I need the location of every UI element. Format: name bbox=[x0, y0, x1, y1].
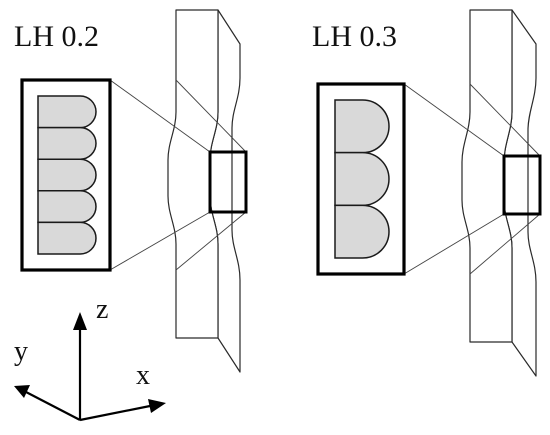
y-arrowhead bbox=[14, 385, 30, 398]
specimen-lh02: LH 0.2 bbox=[14, 9, 248, 373]
specimen-lh03-projection-bottom bbox=[403, 213, 505, 275]
specimen-lh02-projection-top bbox=[109, 79, 211, 153]
z-arrowhead bbox=[73, 312, 87, 330]
z-axis-label: z bbox=[96, 294, 108, 325]
bead-layer bbox=[334, 151, 390, 207]
bead-layer bbox=[334, 99, 390, 154]
x-axis bbox=[79, 404, 151, 422]
specimen-lh03-projection-bottom-2 bbox=[469, 213, 541, 275]
specimen-lh03-projection-top bbox=[403, 83, 505, 157]
coordinate-axes: z y x bbox=[14, 294, 166, 422]
specimen-lh03-zoom-box bbox=[502, 154, 542, 216]
bead-layer bbox=[37, 221, 97, 255]
bead-layer bbox=[37, 190, 97, 224]
x-arrowhead bbox=[148, 399, 166, 413]
specimen-lh03-dogbone bbox=[461, 9, 537, 377]
x-axis-label: x bbox=[136, 360, 150, 391]
specimen-lh02-bead-layers bbox=[37, 95, 97, 255]
specimen-lh02-label: LH 0.2 bbox=[14, 20, 99, 53]
specimen-lh02-dogbone bbox=[167, 9, 241, 373]
specimen-lh03-label: LH 0.3 bbox=[312, 20, 397, 53]
specimen-lh03-bead-layers bbox=[334, 99, 390, 259]
specimen-lh02-projection-top-2 bbox=[175, 79, 247, 153]
specimen-lh03-projection-top-2 bbox=[469, 83, 541, 157]
specimen-lh03: LH 0.3 bbox=[312, 9, 542, 377]
bead-layer bbox=[37, 95, 97, 129]
bead-layer bbox=[37, 158, 97, 192]
y-axis bbox=[25, 391, 81, 421]
y-axis-label: y bbox=[14, 336, 28, 367]
specimen-lh02-projection-bottom-2 bbox=[175, 211, 247, 271]
specimen-lh02-zoom-box bbox=[208, 150, 248, 214]
specimen-lh02-projection-bottom bbox=[109, 211, 211, 271]
bead-layer bbox=[37, 126, 97, 160]
bead-layer bbox=[334, 204, 390, 259]
